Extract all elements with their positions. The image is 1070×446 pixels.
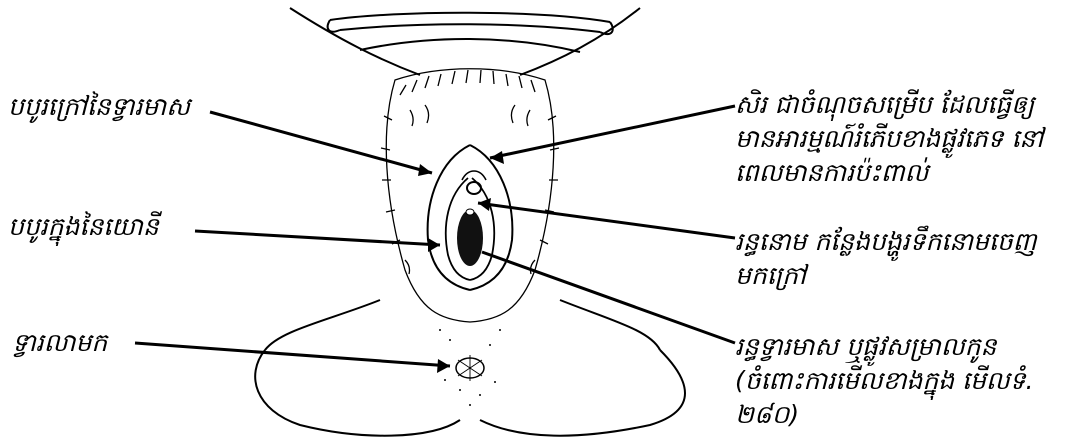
anus-shape [456, 355, 484, 381]
label-clitoris: សិរ ជាចំណុចសម្រើប ដែលធ្វើឲ្យ មានអារម្មណ៍… [735, 88, 1065, 190]
leader-inner-lips [195, 231, 440, 245]
label-urethra: រន្ធនោម កន្លែងបង្ហូរទឹកនោមចេញ មកក្រៅ [735, 225, 1065, 293]
vaginal-opening-shape [457, 209, 483, 266]
leader-urethra [478, 203, 735, 238]
label-anus: ទ្វារលាមក [12, 326, 107, 360]
leader-clitoris [490, 106, 735, 158]
leader-anus [135, 343, 450, 366]
label-outer-lips: បបូរក្រៅនៃទ្វារមាស [8, 90, 190, 124]
pubic-hair [381, 69, 559, 322]
label-vaginal-opening: រន្ធទ្វារមាស ឬផ្លូវសម្រាលកូន (ចំពោះការមើ… [735, 330, 1065, 432]
label-inner-lips: បបូរក្នុងនៃយោនី [8, 210, 159, 244]
leader-outer-lips [210, 112, 432, 173]
leader-lines [135, 106, 735, 366]
